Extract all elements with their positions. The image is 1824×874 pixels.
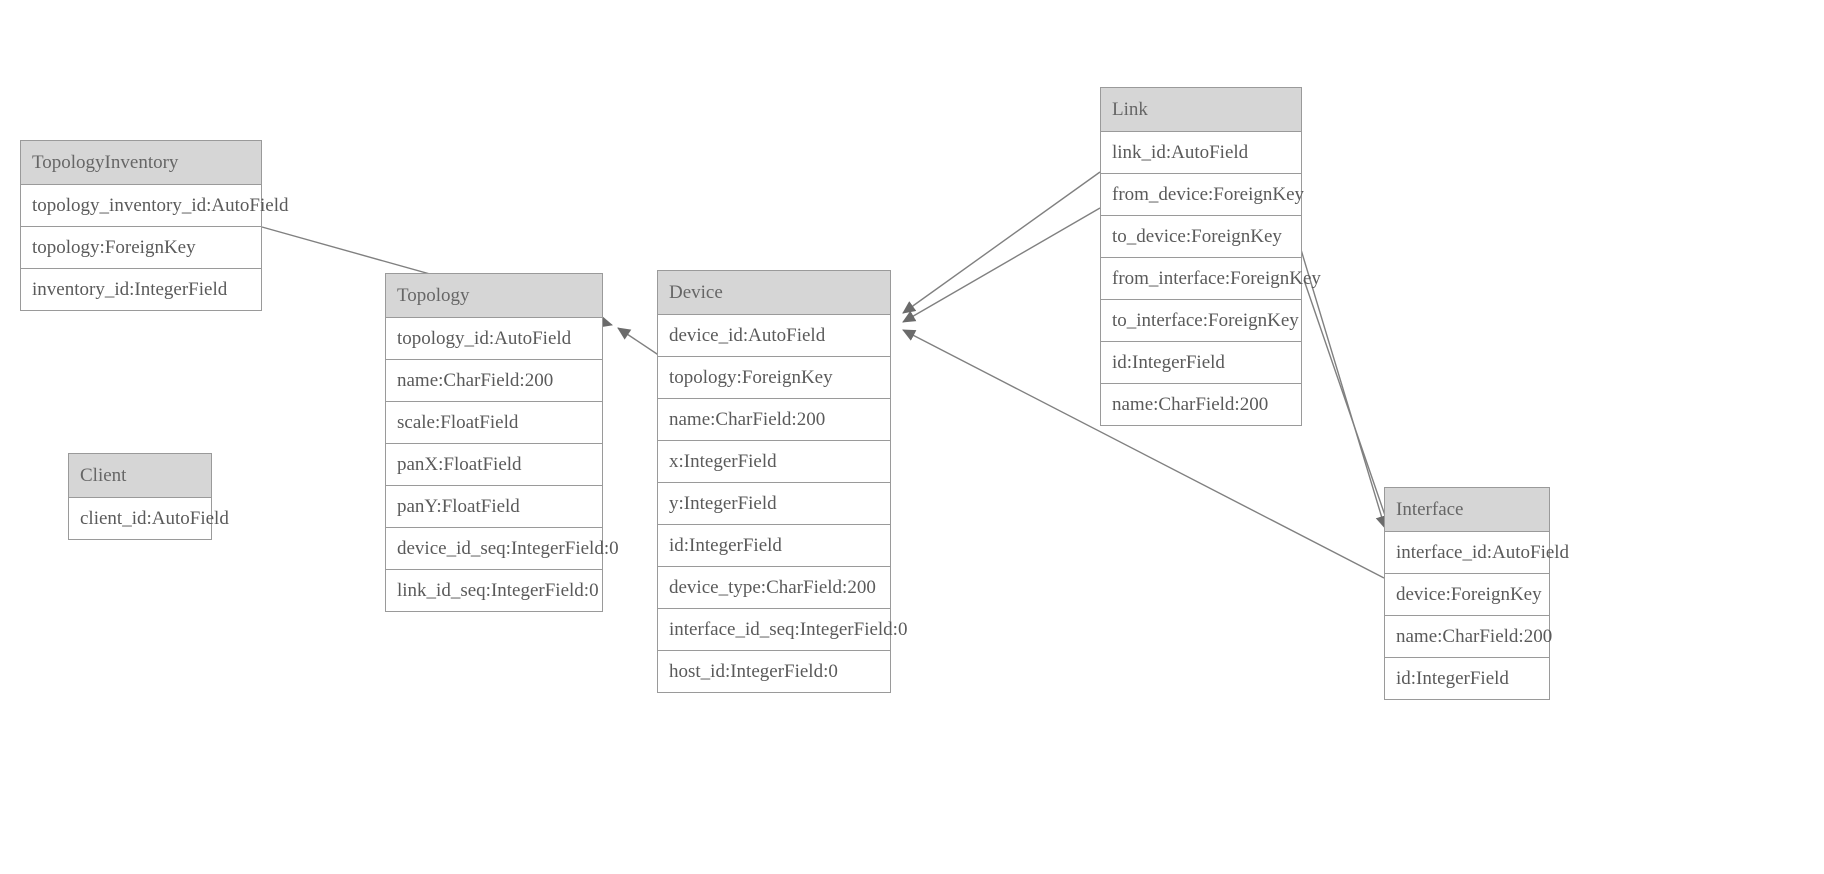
entity-title-link: Link <box>1101 88 1301 132</box>
entity-field[interactable]: device_id:AutoField <box>658 315 890 357</box>
entity-title-topology: Topology <box>386 274 602 318</box>
entity-field[interactable]: id:IntegerField <box>1101 342 1301 384</box>
entity-field[interactable]: interface_id_seq:IntegerField:0 <box>658 609 907 651</box>
entity-field[interactable]: from_device:ForeignKey <box>1101 174 1304 216</box>
entity-field[interactable]: link_id_seq:IntegerField:0 <box>386 570 602 611</box>
entity-field[interactable]: panY:FloatField <box>386 486 602 528</box>
entity-field[interactable]: link_id:AutoField <box>1101 132 1301 174</box>
entity-field[interactable]: host_id:IntegerField:0 <box>658 651 890 692</box>
entity-field[interactable]: name:CharField:200 <box>1385 616 1552 658</box>
entity-title-topologyinventory: TopologyInventory <box>21 141 261 185</box>
entity-field[interactable]: inventory_id:IntegerField <box>21 269 261 310</box>
entity-field[interactable]: from_interface:ForeignKey <box>1101 258 1321 300</box>
entity-field[interactable]: topology_id:AutoField <box>386 318 602 360</box>
entity-field[interactable]: to_device:ForeignKey <box>1101 216 1301 258</box>
entity-field[interactable]: device_id_seq:IntegerField:0 <box>386 528 619 570</box>
edge-link-from-device <box>902 171 1101 314</box>
entity-title-interface: Interface <box>1385 488 1549 532</box>
entity-field[interactable]: x:IntegerField <box>658 441 890 483</box>
entity-title-client: Client <box>69 454 211 498</box>
entity-field[interactable]: interface_id:AutoField <box>1385 532 1569 574</box>
entity-field[interactable]: client_id:AutoField <box>69 498 229 539</box>
entity-field[interactable]: name:CharField:200 <box>658 399 890 441</box>
entity-field[interactable]: id:IntegerField <box>658 525 890 567</box>
entity-field[interactable]: topology:ForeignKey <box>21 227 261 269</box>
entity-field[interactable]: topology_inventory_id:AutoField <box>21 185 289 227</box>
entity-field[interactable]: device:ForeignKey <box>1385 574 1549 616</box>
entity-field[interactable]: id:IntegerField <box>1385 658 1549 699</box>
entity-field[interactable]: panX:FloatField <box>386 444 602 486</box>
entity-field[interactable]: scale:FloatField <box>386 402 602 444</box>
entity-field[interactable]: device_type:CharField:200 <box>658 567 890 609</box>
entity-field[interactable]: y:IntegerField <box>658 483 890 525</box>
entity-field[interactable]: topology:ForeignKey <box>658 357 890 399</box>
entity-field[interactable]: name:CharField:200 <box>386 360 602 402</box>
entity-field[interactable]: name:CharField:200 <box>1101 384 1301 425</box>
edge-link-to-interface <box>1303 279 1392 531</box>
edge-link-to-device <box>902 207 1101 323</box>
entity-title-device: Device <box>658 271 890 315</box>
edge-device-topology <box>617 327 661 357</box>
entity-field[interactable]: to_interface:ForeignKey <box>1101 300 1301 342</box>
